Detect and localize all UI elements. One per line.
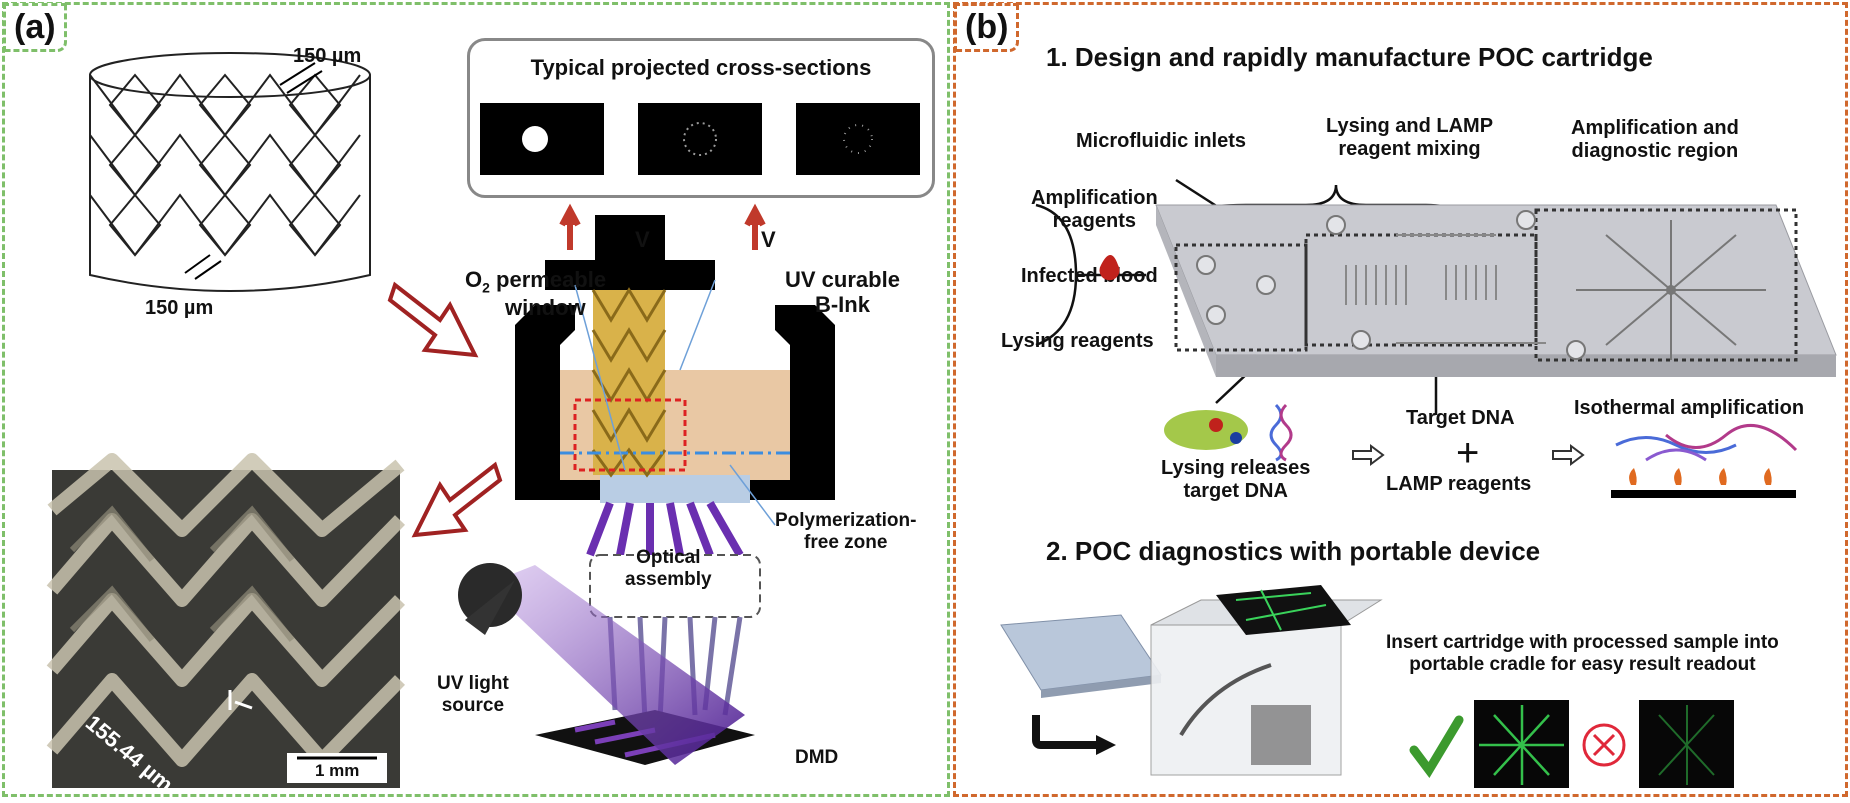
velocity-right-label: V [761, 227, 776, 252]
lysing-mixing-line2: reagent mixing [1338, 138, 1481, 160]
isothermal-label: Isothermal amplification [1574, 397, 1805, 419]
uv-light-label: UV light source [437, 673, 509, 717]
polymerization-label: Polymerization- free zone [775, 510, 916, 554]
portable-device-illustration [1000, 585, 1383, 776]
uv-ink-label: UV curable B-Ink [785, 267, 900, 318]
stent-micrograph-image [46, 453, 406, 788]
amp-reagents-label: Amplification reagents [1031, 187, 1158, 233]
light-line2: source [441, 694, 505, 716]
scale-bar-label: 1 mm [315, 761, 360, 780]
dmd-label: DMD [795, 747, 839, 768]
result-panel [1409, 700, 1734, 788]
o2-line2: window [505, 295, 586, 321]
panel-b: (b) 1. Design and rapidly manufacture PO… [953, 2, 1848, 797]
insert-cartridge-label: Insert cartridge with processed sample i… [1386, 632, 1779, 676]
light-line1: UV light [437, 673, 509, 694]
isothermal-amplification-illustration [1611, 423, 1798, 498]
amp-region-line1: Amplification and [1571, 117, 1739, 139]
lysing-mixing-line1: Lysing and LAMP [1326, 115, 1494, 137]
o2-rest: permeable [489, 267, 607, 292]
lysing-reagents-label: Lysing reagents [1001, 330, 1154, 352]
plus-sign: + [1456, 431, 1480, 475]
uv-light-source-illustration [458, 563, 745, 765]
panel-a: (a) 150 µm 150 µm Typical projected cros… [2, 2, 950, 797]
o2-sub: 2 [482, 279, 490, 296]
cross-section-thumbnails [480, 103, 920, 175]
cross-sections-box: Typical projected cross-sections [467, 38, 935, 198]
red-arrow-right-icon [387, 281, 479, 358]
amp-region-label: Amplification and diagnostic region [1571, 117, 1739, 163]
uv-ink-line1: UV curable [785, 267, 900, 292]
stent-dim-top-label: 150 µm [293, 45, 362, 67]
polymerization-line1: Polymerization- [775, 510, 917, 531]
stent-dim-bottom-label: 150 µm [145, 297, 214, 319]
o2-window-label: O2 permeable window [465, 267, 606, 321]
step1-title: 1. Design and rapidly manufacture POC ca… [1046, 42, 1653, 72]
velocity-left-label: V [635, 227, 650, 252]
insert-line1: Insert cartridge with processed sample i… [1386, 632, 1779, 653]
step2-title: 2. POC diagnostics with portable device [1046, 536, 1541, 566]
microfluidic-inlets-label: Microfluidic inlets [1076, 130, 1247, 152]
lysing-releases-line1: Lysing releases [1161, 457, 1311, 479]
lamp-reagents-label: LAMP reagents [1386, 473, 1532, 495]
amp-reagents-line1: Amplification [1031, 187, 1158, 209]
panel-a-tag: (a) [3, 3, 67, 52]
cross-sections-title: Typical projected cross-sections [530, 55, 872, 80]
amp-region-line2: diagnostic region [1571, 140, 1739, 162]
amp-reagents-line2: reagents [1052, 210, 1137, 232]
stent-wireframe-illustration [89, 52, 371, 292]
poc-cartridge-illustration [1035, 178, 1837, 415]
optics-line1: Optical [636, 547, 701, 568]
optics-line2: assembly [625, 568, 712, 590]
process-arrow-2-icon [1552, 444, 1585, 466]
lysing-mixing-label: Lysing and LAMP reagent mixing [1326, 115, 1493, 161]
target-dna-label: Target DNA [1406, 407, 1515, 429]
lysing-releases-label: Lysing releases target DNA [1161, 457, 1310, 503]
insert-line2: portable cradle for easy result readout [1409, 653, 1756, 675]
uv-ink-line2: B-Ink [814, 292, 870, 318]
lysing-cell-illustration [1164, 403, 1293, 462]
optical-assembly-label: Optical assembly [625, 547, 712, 591]
process-arrow-1-icon [1352, 444, 1385, 466]
o2-main: O [465, 267, 483, 292]
polymerization-line2: free zone [804, 531, 888, 553]
lysing-releases-line2: target DNA [1183, 480, 1288, 502]
red-arrow-left-icon [411, 461, 503, 538]
panel-b-tag: (b) [954, 3, 1020, 52]
